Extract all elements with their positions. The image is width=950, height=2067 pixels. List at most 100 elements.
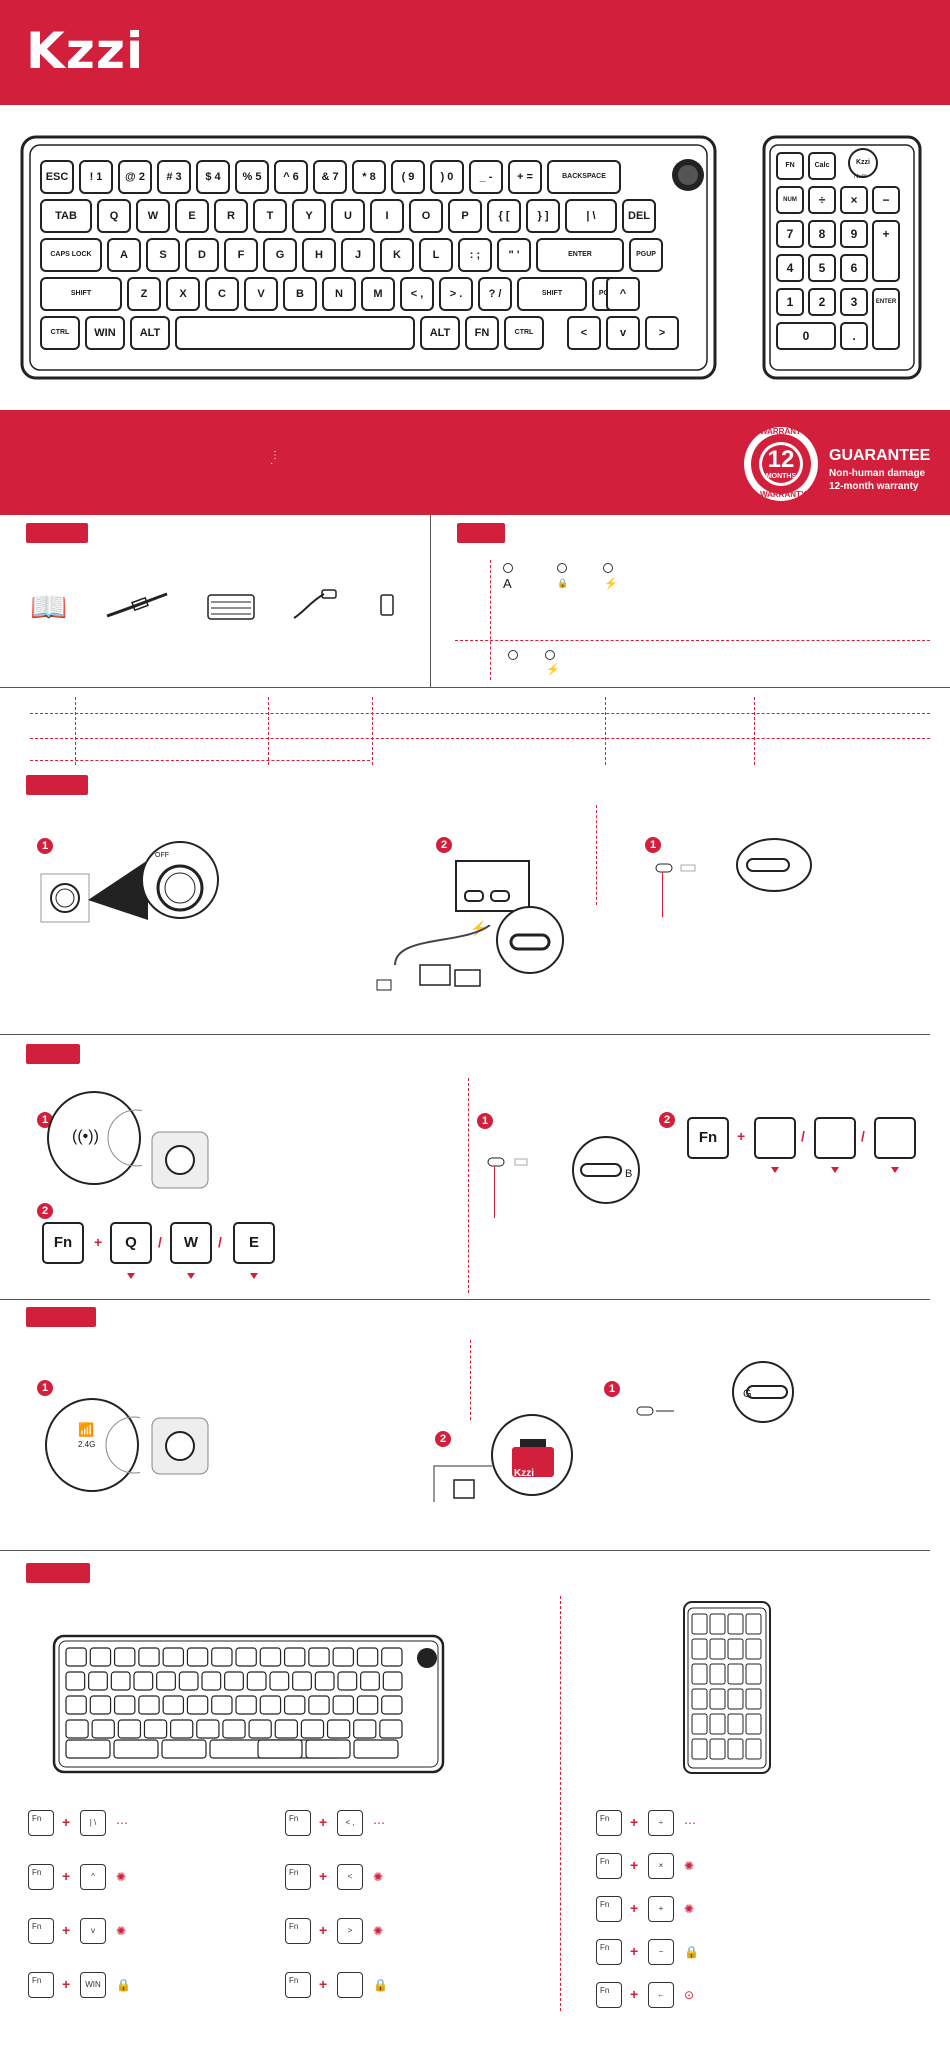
sc-mid-effect-icon-0: ⋯ <box>373 1816 385 1830</box>
indicator-dash-v <box>490 560 491 680</box>
sc-left-plus-2: + <box>62 1922 71 1938</box>
sc-mid-fn-3: Fn <box>285 1972 311 1998</box>
sc-right-effect-icon-1: ✺ <box>684 1859 695 1873</box>
mini-key-3-10 <box>326 1719 351 1739</box>
manual-icon: 📖 <box>30 591 68 624</box>
key-r1-11: _ - <box>469 160 503 194</box>
sc-right-key-0: ÷ <box>648 1810 674 1836</box>
key-r2-1: Q <box>97 199 131 233</box>
sc-right-fn-1: Fn <box>596 1853 622 1879</box>
sc-left-effect-icon-3: 🔒 <box>116 1978 131 1992</box>
mini-np-key-2-1 <box>709 1663 726 1685</box>
sc-left-effect-icon-1: ✺ <box>116 1870 127 1884</box>
mini-key-0-9 <box>283 1647 306 1667</box>
mini-np-key-3-2 <box>727 1688 744 1710</box>
shortcut-divider <box>560 1596 561 2011</box>
key-r3-4: F <box>224 238 258 272</box>
mini-key-1-5 <box>178 1671 199 1691</box>
bt-np-arrow-3 <box>891 1167 899 1173</box>
wired-step-3: 1 <box>645 837 661 853</box>
bt-np-arrow-2 <box>831 1167 839 1173</box>
bt-np-switch <box>487 1154 532 1167</box>
bt-np-slash-1: / <box>801 1128 805 1144</box>
key-r5-3 <box>175 316 415 350</box>
indicator-dash-h <box>455 640 930 641</box>
numpad-key-12: 2 <box>808 288 836 316</box>
sc-right-plus-3: + <box>630 1943 639 1959</box>
key-r2-0: TAB <box>40 199 92 233</box>
shortcut-numpad <box>682 1600 772 1775</box>
key-r3-8: K <box>380 238 414 272</box>
sc-right-key-2: + <box>648 1896 674 1922</box>
section-divider-2 <box>0 1034 930 1035</box>
mini-key-1-2 <box>110 1671 131 1691</box>
sc-mid-fn-1: Fn <box>285 1864 311 1890</box>
bt-np-step-2: 2 <box>659 1112 675 1128</box>
sc-right-fn-0: Fn <box>596 1810 622 1836</box>
wired-step-2: 2 <box>436 837 452 853</box>
sc-right-effect-icon-4: ⊙ <box>684 1988 695 2002</box>
badge-top-text: WARRANTY <box>760 427 807 436</box>
mini-np-key-0-1 <box>709 1613 726 1635</box>
key-r5-4: ALT <box>420 316 460 350</box>
mini-key-0-12 <box>356 1647 379 1667</box>
mini-key-2-7 <box>235 1695 257 1715</box>
wired-port-zoom <box>495 905 565 975</box>
key-r2-3: E <box>175 199 209 233</box>
key-r3-3: D <box>185 238 219 272</box>
sc-right-effect-icon-3: 🔒 <box>684 1945 699 1959</box>
wired-dial-zoom <box>140 840 220 920</box>
g-wifi-icon: 📶 <box>78 1422 95 1437</box>
sc-right-fn-4: Fn <box>596 1982 622 2008</box>
key-r5-6: CTRL <box>504 316 544 350</box>
bt-divider <box>468 1078 469 1293</box>
numpad-key-3: − <box>872 186 900 214</box>
sc-left-fn-3: Fn <box>28 1972 54 1998</box>
bt-np-key-3 <box>874 1117 916 1159</box>
arrow-key-1: v <box>606 316 640 350</box>
key-r3-10: : ; <box>458 238 492 272</box>
mini-np-key-0-2 <box>727 1613 744 1635</box>
mini-key-2-3 <box>138 1695 160 1715</box>
g-dial-knob <box>150 1416 210 1476</box>
bt-wireless-icon: ((•)) <box>72 1128 99 1145</box>
mini-key-1-10 <box>292 1671 312 1691</box>
numpad-key-2: × <box>840 186 868 214</box>
sc-right-key-3: − <box>648 1939 674 1965</box>
bt-np-switch-zoom <box>567 1136 645 1204</box>
section-divider-4 <box>0 1550 930 1551</box>
usb-cable-icon <box>290 588 340 622</box>
sc-mid-fn-2: Fn <box>285 1918 311 1944</box>
mini-key-2-6 <box>211 1695 233 1715</box>
numpad-key-9: 5 <box>808 254 836 282</box>
sc-right-key-4: ← <box>648 1982 674 2008</box>
key-r4-11: SHIFT <box>517 277 587 311</box>
bt-np-key-1 <box>754 1117 796 1159</box>
brand-logo: Kzzi <box>26 22 145 80</box>
mini-key-3-9 <box>300 1719 325 1739</box>
numpad-key-5: 8 <box>808 220 836 248</box>
mini-key-2-2 <box>113 1695 136 1715</box>
mini-key-0-4 <box>162 1647 185 1667</box>
key-r3-5: G <box>263 238 297 272</box>
key-r4-3: C <box>205 277 239 311</box>
key-r3-11: " ' <box>497 238 531 272</box>
sc-left-effect-icon-0: ⋯ <box>116 1816 128 1830</box>
mini-key-1-13 <box>360 1671 380 1691</box>
numpad-key-14: ENTER <box>872 288 900 350</box>
sc-right-fn-2: Fn <box>596 1896 622 1922</box>
wired-computer-illustration <box>375 924 500 995</box>
mini-key-4-0 <box>65 1739 111 1759</box>
bt-step-2: 2 <box>37 1203 53 1219</box>
numpad-charge-icon: ⚡ <box>546 664 560 676</box>
bt-np-step-1: 1 <box>477 1113 493 1129</box>
mini-key-1-0 <box>65 1671 86 1691</box>
g-step-1: 1 <box>37 1380 53 1396</box>
g-dongle-zoom <box>490 1413 575 1498</box>
bt-dial-knob <box>150 1130 210 1190</box>
section-tab-24g <box>26 1307 96 1327</box>
numpad-led-2 <box>545 650 555 660</box>
bt-np-key-2 <box>814 1117 856 1159</box>
bt-arrow-q <box>127 1273 135 1279</box>
mini-np-key-0-3 <box>745 1613 762 1635</box>
